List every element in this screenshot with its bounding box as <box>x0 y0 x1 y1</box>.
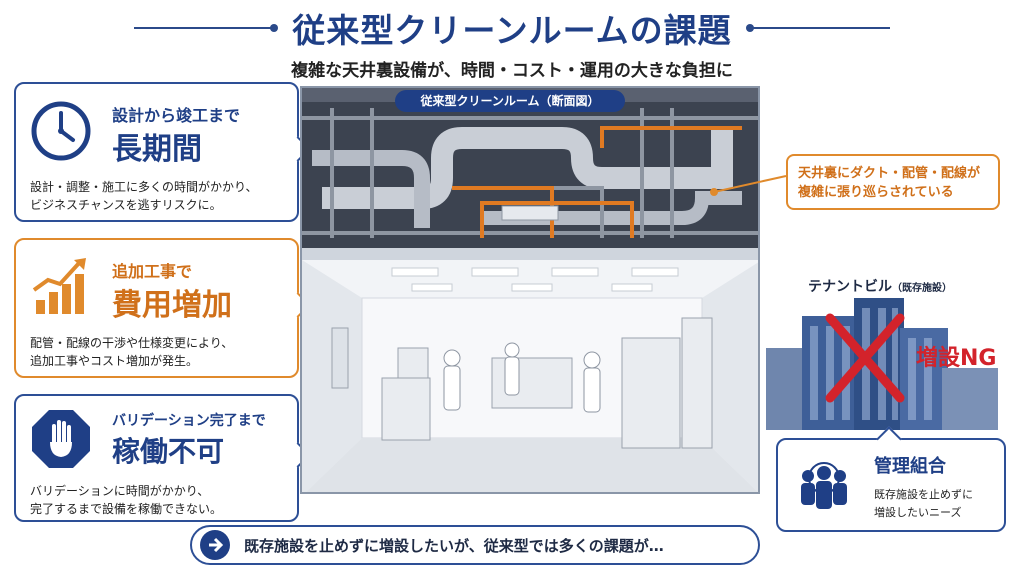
stop-hand-icon <box>30 408 92 474</box>
ceiling-callout: 天井裏にダクト・配管・配線が 複雑に張り巡らされている <box>786 154 1000 210</box>
card3-desc-2: 完了するまで設備を稼働できない。 <box>30 502 223 516</box>
rising-chart-icon <box>30 256 92 322</box>
page-subtitle: 複雑な天井裏設備が、時間・コスト・運用の大きな負担に <box>291 61 733 81</box>
clock-icon <box>30 100 92 166</box>
title-rule-left <box>134 24 279 32</box>
card2-head-large: 費用増加 <box>112 288 232 323</box>
summary-text: 既存施設を止めずに増設したいが、従来型では多くの課題が… <box>244 536 664 555</box>
management-title: 管理組合 <box>874 456 946 477</box>
card1-head-large: 長期間 <box>112 132 202 167</box>
card3-head-small: バリデーション完了まで <box>112 413 266 429</box>
callout-line-2: 複雑に張り巡らされている <box>798 185 954 200</box>
title-rule-right <box>745 24 890 32</box>
summary-bar: 既存施設を止めずに増設したいが、従来型では多くの課題が… <box>190 525 760 565</box>
card2-desc-2: 追加工事やコスト増加が発生。 <box>30 354 199 368</box>
page-title: 従来型クリーンルームの課題 <box>292 11 732 50</box>
issue-card-cannot-operate: バリデーション完了まで 稼働不可 バリデーションに時間がかかり、 完了するまで設… <box>14 394 299 522</box>
title-bar: 従来型クリーンルームの課題 <box>0 6 1024 50</box>
cleanroom-illustration <box>302 88 758 492</box>
callout-connector <box>710 175 787 196</box>
tenant-label-note: （既存施設） <box>892 283 952 294</box>
management-line-2: 増設したいニーズ <box>874 506 962 519</box>
expansion-ng-label: 増設NG <box>916 346 997 371</box>
tenant-label: テナントビル（既存施設） <box>808 276 952 296</box>
issue-card-cost-increase: 追加工事で 費用増加 配管・配線の干渉や仕様変更により、 追加工事やコスト増加が… <box>14 238 299 378</box>
card2-head-small: 追加工事で <box>112 262 193 281</box>
cleanroom-cross-section <box>300 86 760 494</box>
callout-line-1: 天井裏にダクト・配管・配線が <box>798 166 981 181</box>
people-group-icon <box>788 456 860 520</box>
card1-desc-1: 設計・調整・施工に多くの時間がかかり、 <box>30 180 258 194</box>
arrow-right-icon <box>200 530 230 560</box>
diagram-label: 従来型クリーンルーム（断面図） <box>395 90 625 112</box>
issue-card-long-period: 設計から竣工まで 長期間 設計・調整・施工に多くの時間がかかり、 ビジネスチャン… <box>14 82 299 222</box>
card1-desc-2: ビジネスチャンスを逃すリスクに。 <box>30 198 222 212</box>
card2-desc-1: 配管・配線の干渉や仕様変更により、 <box>30 336 234 350</box>
card1-head-small: 設計から竣工まで <box>112 106 241 125</box>
management-line-1: 既存施設を止めずに <box>874 488 973 501</box>
card3-head-large: 稼働不可 <box>112 435 225 468</box>
tenant-building-illustration <box>766 298 998 430</box>
tenant-label-main: テナントビル <box>808 279 892 295</box>
management-card: 管理組合 既存施設を止めずに 増設したいニーズ <box>776 438 1006 532</box>
card3-desc-1: バリデーションに時間がかかり、 <box>30 484 210 498</box>
